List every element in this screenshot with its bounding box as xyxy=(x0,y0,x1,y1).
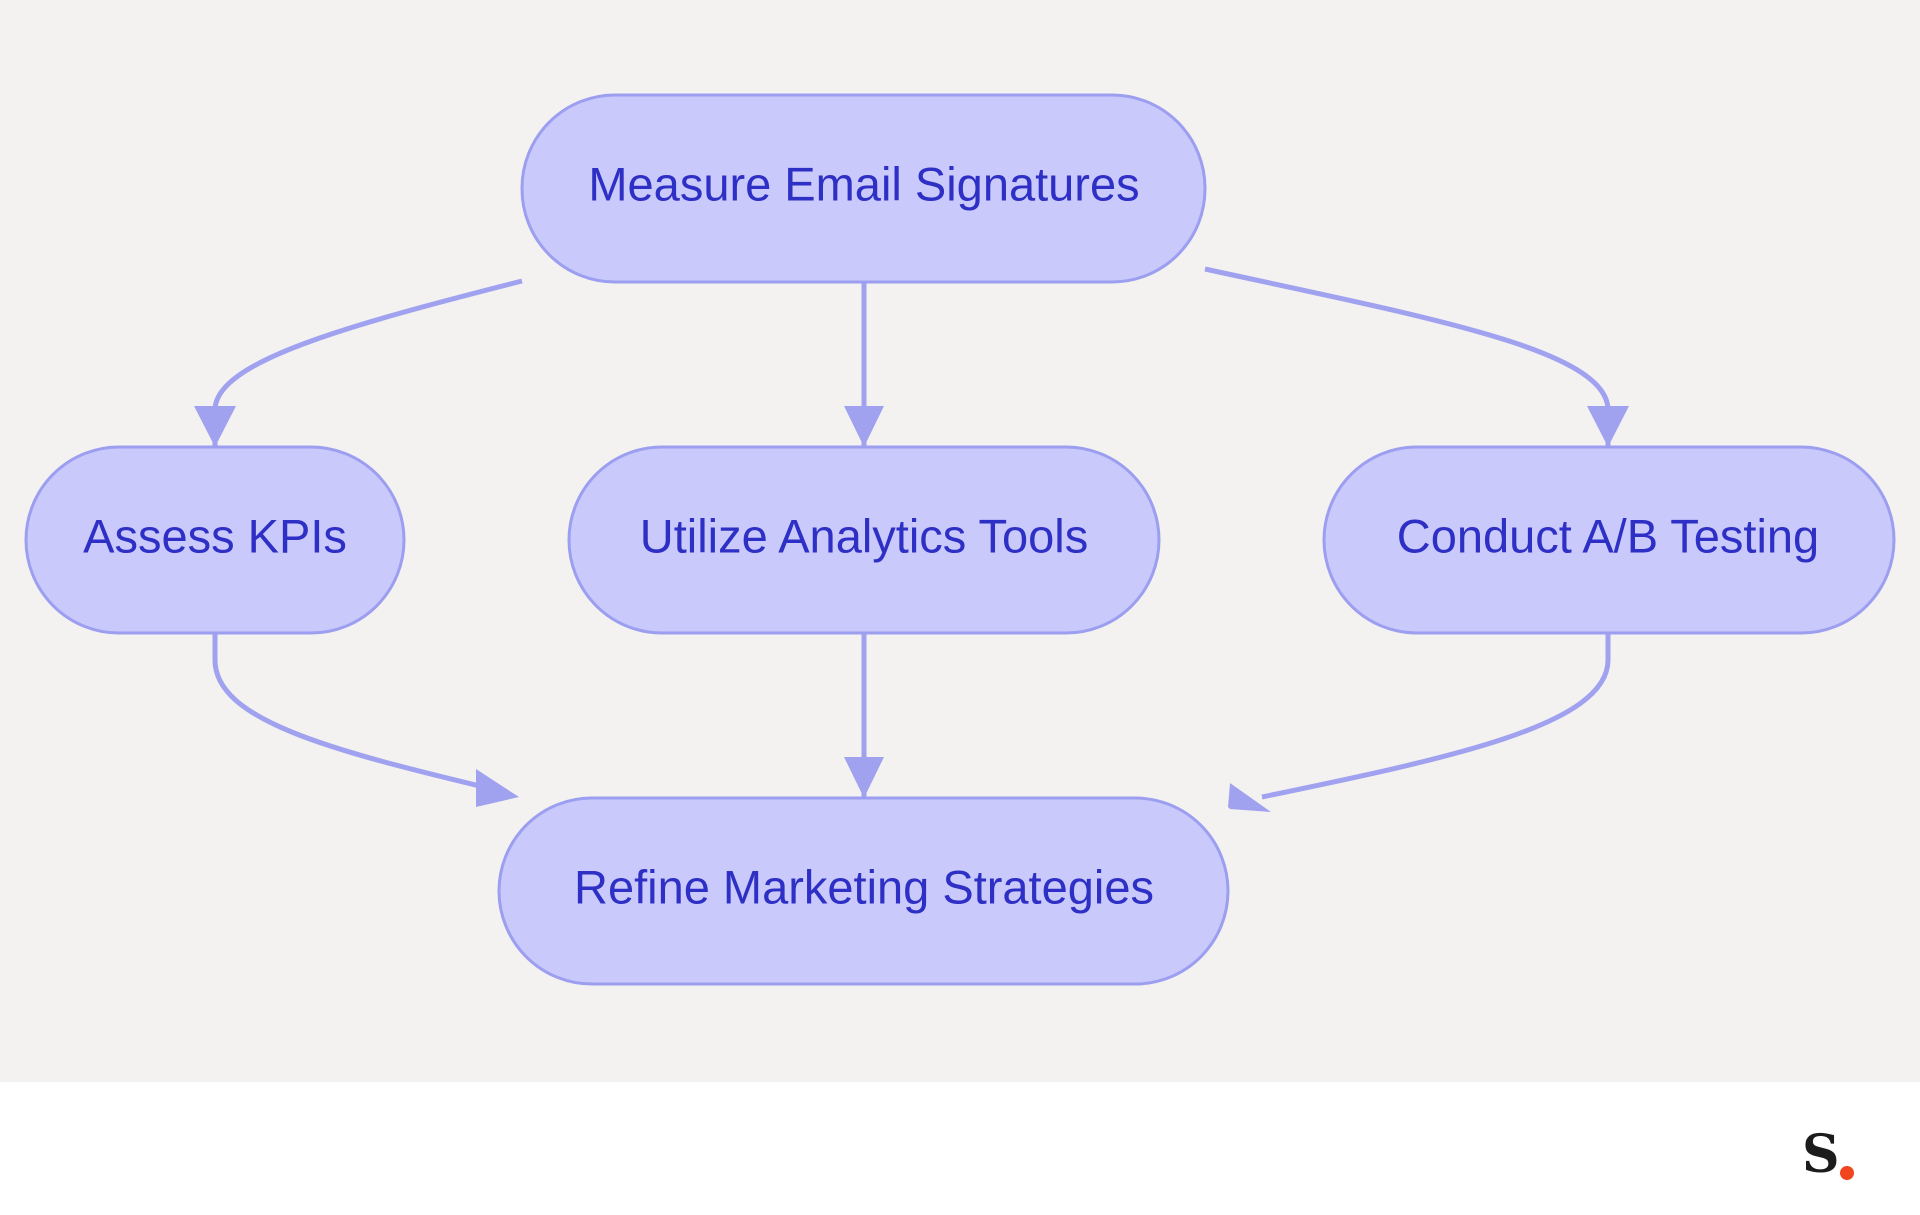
logo-letter: S xyxy=(1802,1124,1840,1185)
arrowhead xyxy=(1587,406,1629,447)
node-label: Assess KPIs xyxy=(83,509,347,562)
brand-logo-icon: S xyxy=(1802,1125,1862,1185)
node-label: Conduct A/B Testing xyxy=(1397,509,1819,562)
node-refine-marketing-strategies[interactable]: Refine Marketing Strategies xyxy=(497,796,1230,986)
edge-ab-to-refine xyxy=(1261,633,1611,800)
node-utilize-analytics-tools[interactable]: Utilize Analytics Tools xyxy=(567,445,1161,635)
node-conduct-ab-testing[interactable]: Conduct A/B Testing xyxy=(1322,445,1896,635)
arrowhead xyxy=(476,769,519,807)
edges xyxy=(194,266,1629,812)
arrowhead xyxy=(844,757,884,798)
node-label: Utilize Analytics Tools xyxy=(640,509,1088,562)
diagram-canvas: Measure Email Signatures Assess KPIs Uti… xyxy=(0,0,1920,1082)
footer xyxy=(0,1082,1920,1215)
edge-measure-to-kpis xyxy=(212,278,523,446)
node-label: Measure Email Signatures xyxy=(588,157,1139,210)
node-measure-email-signatures[interactable]: Measure Email Signatures xyxy=(520,93,1207,284)
edge-measure-to-ab xyxy=(1204,266,1611,446)
arrowhead xyxy=(844,406,884,447)
logo-dot-icon xyxy=(1840,1166,1854,1180)
flowchart: Measure Email Signatures Assess KPIs Uti… xyxy=(24,93,1896,986)
edge-kpis-to-refine xyxy=(212,633,489,791)
arrowhead xyxy=(1228,783,1271,812)
arrowhead xyxy=(194,406,236,447)
node-label: Refine Marketing Strategies xyxy=(574,860,1154,913)
node-assess-kpis[interactable]: Assess KPIs xyxy=(24,445,406,635)
